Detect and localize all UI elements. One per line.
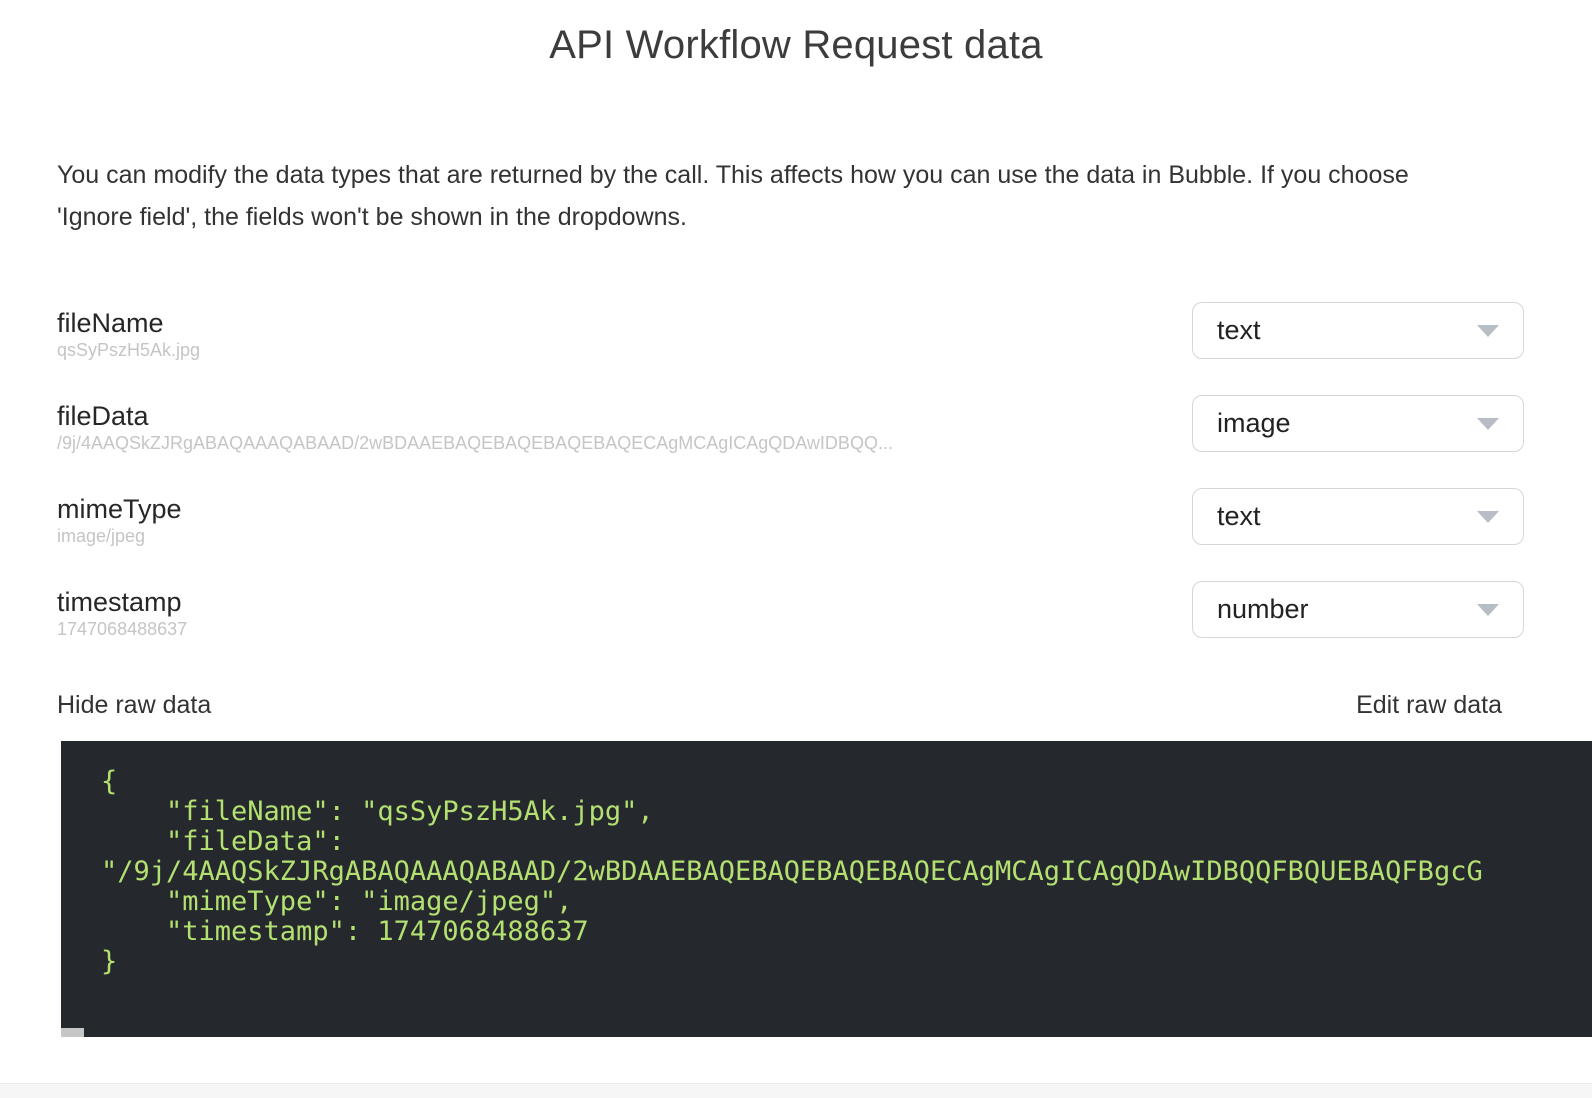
field-list: fileName qsSyPszH5Ak.jpg text fileData /… bbox=[57, 302, 1524, 641]
type-dropdown-value: text bbox=[1217, 501, 1261, 531]
field-row-filedata: fileData /9j/4AAQSkZJRgABAQAAAQABAAD/2wB… bbox=[57, 395, 1524, 455]
chevron-down-icon bbox=[1477, 324, 1499, 337]
field-row-timestamp: timestamp 1747068488637 number bbox=[57, 581, 1524, 641]
type-dropdown-value: image bbox=[1217, 408, 1291, 438]
edit-raw-data-link[interactable]: Edit raw data bbox=[1356, 691, 1502, 719]
hide-raw-data-link[interactable]: Hide raw data bbox=[57, 691, 212, 719]
bottom-section-divider bbox=[0, 1083, 1592, 1098]
type-dropdown-value: text bbox=[1217, 315, 1261, 345]
field-info: timestamp 1747068488637 bbox=[57, 581, 1162, 641]
field-name: mimeType bbox=[57, 494, 182, 524]
field-sample-value: qsSyPszH5Ak.jpg bbox=[57, 340, 201, 360]
raw-data-header: Hide raw data Edit raw data bbox=[57, 691, 1502, 720]
field-sample-value: 1747068488637 bbox=[57, 619, 188, 639]
chevron-down-icon bbox=[1477, 510, 1499, 523]
type-dropdown-value: number bbox=[1217, 594, 1309, 624]
field-row-filename: fileName qsSyPszH5Ak.jpg text bbox=[57, 302, 1524, 362]
raw-json: { "fileName": "qsSyPszH5Ak.jpg", "fileDa… bbox=[101, 766, 1483, 977]
field-name: fileData bbox=[57, 401, 149, 431]
chevron-down-icon bbox=[1477, 603, 1499, 616]
field-info: fileData /9j/4AAQSkZJRgABAQAAAQABAAD/2wB… bbox=[57, 395, 1162, 455]
type-dropdown-timestamp[interactable]: number bbox=[1192, 581, 1524, 638]
field-sample-value: /9j/4AAQSkZJRgABAQAAAQABAAD/2wBDAAEBAQEB… bbox=[57, 433, 893, 453]
field-name: timestamp bbox=[57, 587, 182, 617]
field-info: mimeType image/jpeg bbox=[57, 488, 1162, 548]
field-sample-value: image/jpeg bbox=[57, 526, 146, 546]
chevron-down-icon bbox=[1477, 417, 1499, 430]
horizontal-scrollbar-thumb[interactable] bbox=[61, 1028, 84, 1037]
page-title: API Workflow Request data bbox=[549, 23, 1043, 67]
type-dropdown-filename[interactable]: text bbox=[1192, 302, 1524, 359]
type-dropdown-filedata[interactable]: image bbox=[1192, 395, 1524, 452]
field-info: fileName qsSyPszH5Ak.jpg bbox=[57, 302, 1162, 362]
type-dropdown-mimetype[interactable]: text bbox=[1192, 488, 1524, 545]
field-row-mimetype: mimeType image/jpeg text bbox=[57, 488, 1524, 548]
field-name: fileName bbox=[57, 308, 164, 338]
description-text: You can modify the data types that are r… bbox=[57, 161, 1409, 231]
raw-data-code-block: { "fileName": "qsSyPszH5Ak.jpg", "fileDa… bbox=[61, 741, 1592, 1037]
